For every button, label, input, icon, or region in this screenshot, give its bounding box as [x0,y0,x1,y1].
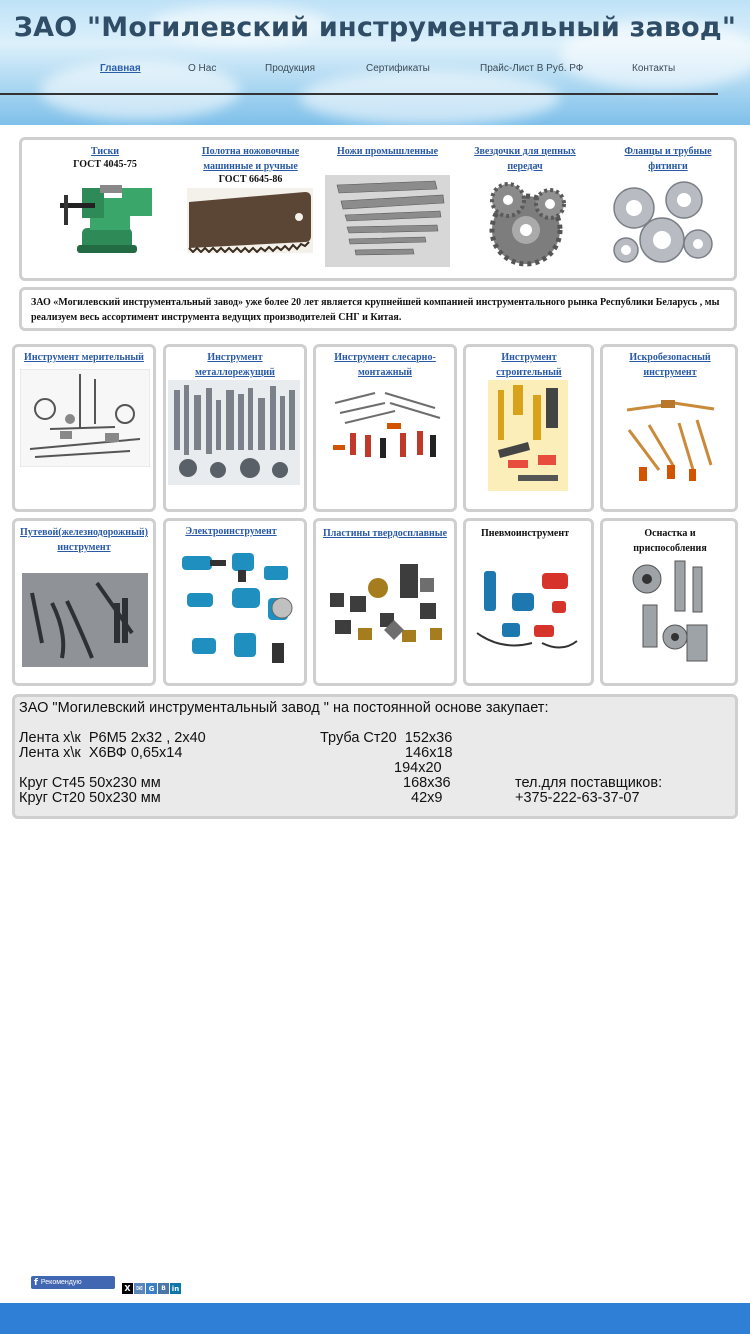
nav-contacts[interactable]: Контакты [632,63,676,74]
footer-bar [0,1303,750,1334]
nav-home[interactable]: Главная [100,63,141,74]
linkedin-icon[interactable]: in [170,1283,181,1294]
mail-icon[interactable]: ✉ [134,1283,145,1294]
category-link-cutting[interactable]: Инструмент металлорежущий [195,352,275,378]
vk-icon[interactable]: B [158,1283,169,1294]
facebook-recommend-button[interactable]: f Рекомендую [31,1276,115,1289]
category-card-sparkproof [600,344,738,512]
industrial-knives-image[interactable] [325,175,450,267]
sprockets-image[interactable] [478,178,578,270]
supplier-phone-label: тел.для поставщиков: [515,775,663,791]
vise-image[interactable] [52,173,162,258]
purchase-item-4: Круг Ст20 50х230 мм [19,790,161,806]
purchase-item-1: Лента х\к Р6М5 2х32 , 2х40 [19,730,206,746]
measuring-tools-image[interactable] [20,369,150,467]
x-icon[interactable]: X [122,1283,133,1294]
category-label-pneumatic: Пневмоинструмент [480,528,570,539]
purchase-item-2: Лента х\к Х6ВФ 0,65х14 [19,745,183,761]
featured-link-flanges[interactable]: Фланцы и трубные фитинги [624,146,712,172]
site-title: ЗАО "Могилевский инструментальный завод" [13,12,737,43]
header-banner: ЗАО "Могилевский инструментальный завод"… [0,0,750,125]
construction-tools-image[interactable] [488,380,568,491]
purchase-item-3: Круг Ст45 50х230 мм [19,775,161,791]
category-card-tooling [600,518,738,686]
category-link-power-tools[interactable]: Электроинструмент [185,526,277,537]
nav-products[interactable]: Продукция [265,63,316,74]
nav-certificates[interactable]: Сертификаты [366,63,430,74]
share-buttons: X ✉ G B in [122,1283,181,1294]
featured-link-knives[interactable]: Ножи промышленные [336,146,439,157]
category-link-construction[interactable]: Инструмент строительный [496,352,562,378]
main-nav: Главная О Нас Продукция Сертификаты Прай… [0,63,750,79]
pipe-size-1: 146х18 [405,745,453,761]
pipe-title: Труба Ст20 152х36 [320,730,453,746]
purchase-heading: ЗАО "Могилевский инструментальный завод … [19,700,549,716]
railway-tools-image[interactable] [22,573,148,667]
carbide-inserts-image[interactable] [320,558,450,656]
intro-text: ЗАО «Могилевский инструментальный завод»… [31,297,720,323]
saw-blade-image[interactable] [187,188,313,253]
google-icon[interactable]: G [146,1283,157,1294]
pipe-size-4: 42х9 [411,790,443,806]
featured-subtitle-saw-blades: ГОСТ 6645-86 [218,174,283,185]
flanges-image[interactable] [612,178,714,270]
nav-about[interactable]: О Нас [188,63,217,74]
featured-link-saw-blades[interactable]: Полотна ножовочные машинные и ручные [201,146,300,172]
sparkproof-tools-image[interactable] [619,395,721,485]
supplier-phone: +375-222-63-37-07 [515,790,640,806]
cutting-tools-image[interactable] [168,380,300,485]
nav-price-list[interactable]: Прайс-Лист В Руб. РФ [480,63,584,74]
pipe-size-2: 194х20 [394,760,442,776]
featured-subtitle-vise: ГОСТ 4045-75 [73,159,137,170]
purchase-box [12,694,738,819]
facebook-recommend-label: Рекомендую [40,1279,82,1286]
tooling-fixtures-image[interactable] [625,555,715,673]
category-link-locksmith[interactable]: Инструмент слесарно-монтажный [334,352,436,378]
intro-box [19,287,737,331]
facebook-icon: f [34,1277,38,1288]
category-label-tooling: Оснастка и приспособления [633,528,707,554]
pipe-size-3: 168х36 [403,775,451,791]
category-link-carbide[interactable]: Пластины твердосплавные [322,528,448,539]
pneumatic-tools-image[interactable] [472,563,582,655]
power-tools-image[interactable] [172,548,298,674]
featured-link-vise[interactable]: Тиски [90,146,120,157]
category-link-railway[interactable]: Путевой(железнодорожный) инструмент [20,527,148,553]
category-card-locksmith [313,344,457,512]
locksmith-tools-image[interactable] [325,383,447,468]
featured-link-sprockets[interactable]: Звездочки для цепных передач [474,146,576,172]
nav-divider [0,93,718,95]
category-link-sparkproof[interactable]: Искробезопасный инструмент [629,352,711,378]
category-link-measuring[interactable]: Инструмент мерительный [24,352,144,363]
